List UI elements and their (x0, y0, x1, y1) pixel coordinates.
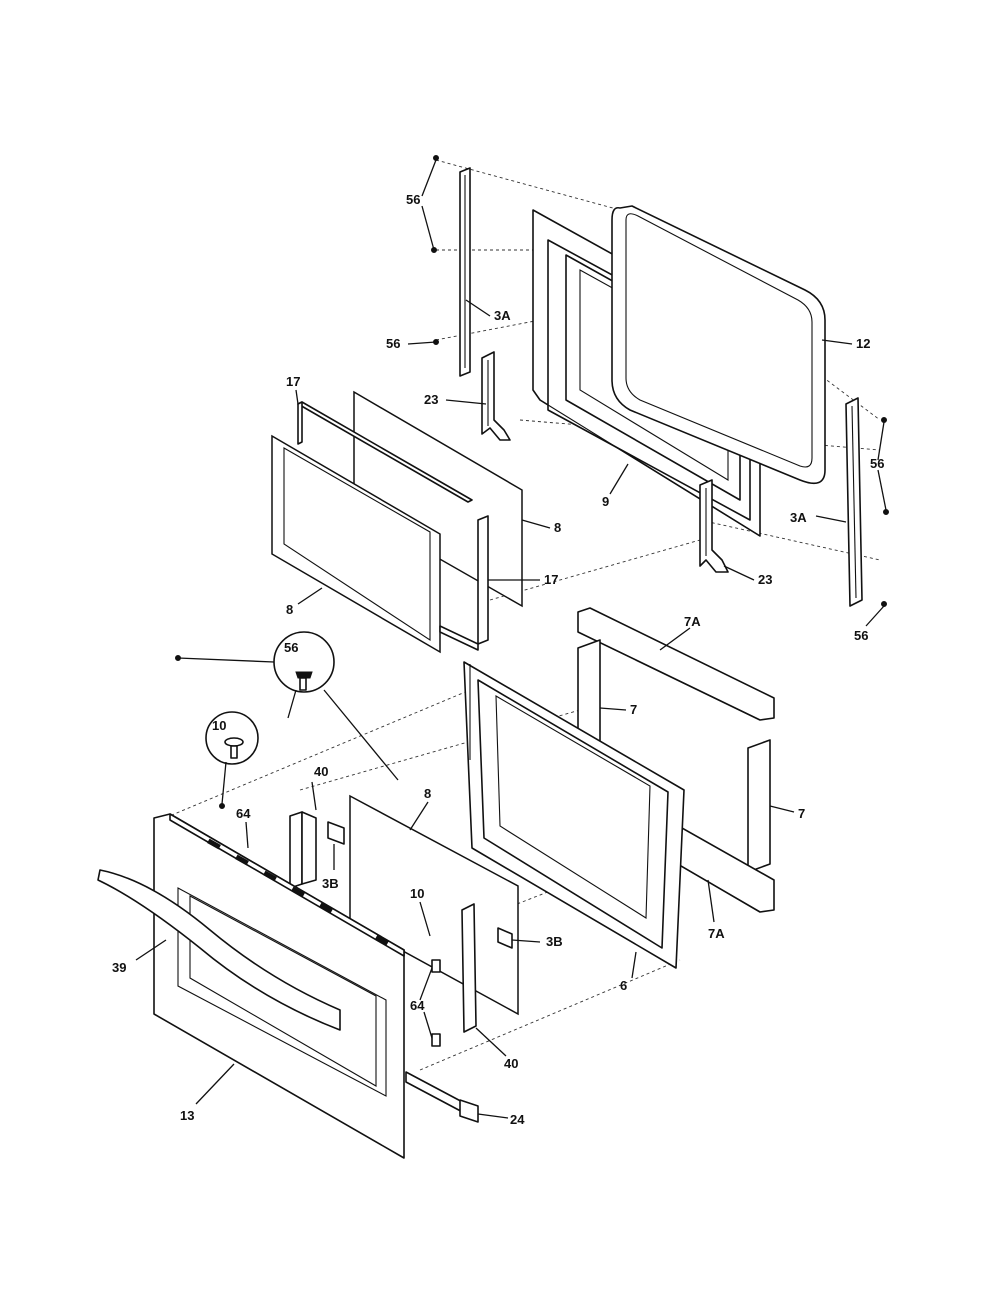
callout-labels: 56 3A 56 12 17 23 8 9 56 3A 17 23 8 56 7… (112, 192, 884, 1127)
callout-7a-bottom: 7A (708, 926, 725, 941)
leader-lines (135, 159, 887, 1119)
callout-7a-top: 7A (684, 614, 701, 629)
callout-10-circle: 10 (212, 718, 226, 733)
callout-40-top: 40 (314, 764, 328, 779)
callout-13: 13 (180, 1108, 194, 1123)
insulation-7a-top (577, 607, 775, 721)
hinge-23-right (699, 479, 729, 573)
callout-3a-left: 3A (494, 308, 511, 323)
clip-3b-left (327, 821, 345, 845)
glass-channel-17-bottom (439, 515, 489, 651)
screw-56-right (881, 417, 889, 607)
callout-64-bottom: 64 (410, 998, 425, 1013)
screw-56-detail-circle (175, 631, 399, 781)
callout-10-mid: 10 (410, 886, 424, 901)
screw-10-detail-circle (205, 711, 259, 809)
hinge-23-left (481, 351, 511, 441)
clip-3b-right (497, 927, 513, 949)
clip-64-bottom (431, 1033, 441, 1047)
callout-17-bottom: 17 (544, 572, 558, 587)
callout-23-right: 23 (758, 572, 772, 587)
callout-6: 6 (620, 978, 627, 993)
callout-56-circle: 56 (284, 640, 298, 655)
door-gasket-12 (611, 205, 826, 485)
bracket-40-top (289, 811, 317, 889)
hinge-bar-24 (405, 1071, 479, 1123)
door-handle-39 (97, 869, 341, 1031)
callout-12: 12 (856, 336, 870, 351)
glass-panel-8-lower (349, 794, 519, 1016)
callout-64-top: 64 (236, 806, 251, 821)
bracket-40-bottom (461, 903, 477, 1033)
callout-56-top: 56 (406, 192, 420, 207)
glass-panel-8-front (271, 434, 441, 654)
callout-17-top: 17 (286, 374, 300, 389)
callout-56-bottom-right: 56 (854, 628, 868, 643)
callout-9: 9 (602, 494, 609, 509)
insulation-7-right (747, 739, 771, 873)
side-rail-3a-right (845, 397, 863, 607)
callout-7-left: 7 (630, 702, 637, 717)
callout-8-mid: 8 (554, 520, 561, 535)
callout-3b-left: 3B (322, 876, 339, 891)
callout-40-bottom: 40 (504, 1056, 518, 1071)
callout-39: 39 (112, 960, 126, 975)
callout-24: 24 (510, 1112, 525, 1127)
callout-7-right: 7 (798, 806, 805, 821)
callout-56-left: 56 (386, 336, 400, 351)
glass-channel-17-top (297, 401, 473, 503)
callout-3b-right: 3B (546, 934, 563, 949)
clip-64-top (431, 959, 441, 973)
callout-3a-right: 3A (790, 510, 807, 525)
callout-23-left: 23 (424, 392, 438, 407)
inner-door-panel-6 (463, 661, 685, 969)
callout-8-left: 8 (286, 602, 293, 617)
side-rail-3a-left (459, 167, 471, 377)
callout-56-right: 56 (870, 456, 884, 471)
callout-8-lower: 8 (424, 786, 431, 801)
